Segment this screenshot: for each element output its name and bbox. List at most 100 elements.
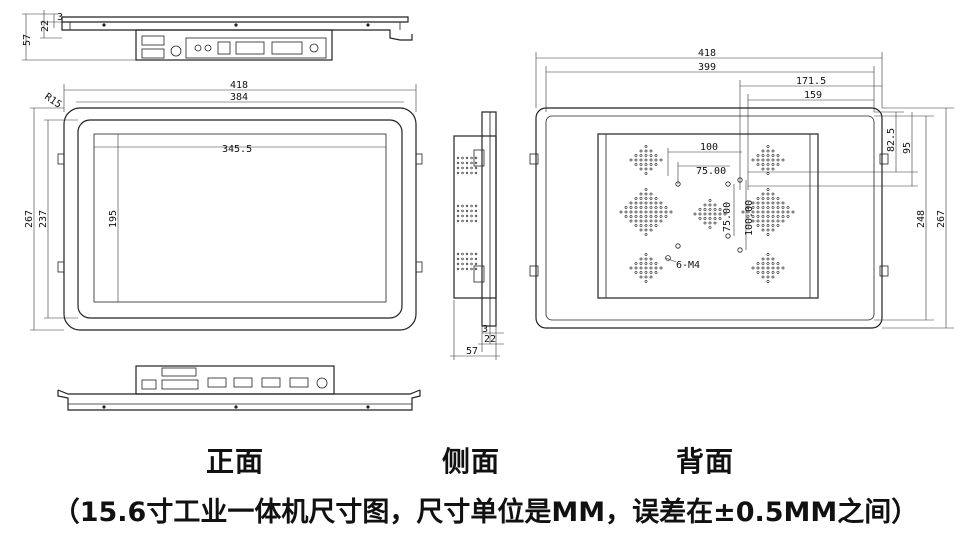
vent-hole	[474, 214, 478, 218]
vent-hole	[465, 214, 469, 218]
vent-hole	[781, 266, 785, 270]
vent-hole	[634, 224, 638, 227]
vent-hole	[786, 215, 790, 218]
vent-hole	[751, 201, 755, 205]
vent-hole	[781, 219, 785, 223]
vent-hole	[756, 215, 760, 218]
vent-hole	[761, 257, 765, 261]
vent-hole	[465, 262, 469, 266]
vent-hole	[649, 154, 653, 157]
vent-hole	[761, 271, 765, 274]
vent-hole	[664, 206, 668, 209]
vent-hole	[746, 210, 750, 214]
vent-hole	[766, 188, 770, 191]
front-dim-418: 418	[230, 80, 248, 91]
vent-hole	[771, 158, 775, 162]
vent-hole	[751, 266, 755, 270]
vent-hole	[644, 253, 648, 256]
vent-hole	[718, 208, 722, 211]
back-dim-75: 75.00	[696, 166, 726, 177]
front-dim-384: 384	[230, 92, 248, 103]
vent-hole	[644, 275, 648, 279]
vent-hole	[461, 214, 464, 218]
vent-hole	[766, 262, 770, 265]
vent-hole	[639, 154, 643, 157]
vent-hole	[639, 210, 643, 214]
vent-hole	[771, 206, 775, 209]
vent-hole	[703, 212, 707, 216]
top-dim-3: 3	[57, 12, 63, 23]
vent-hole	[629, 266, 633, 270]
vent-hole	[461, 262, 464, 266]
vent-hole	[766, 228, 770, 232]
vent-hole	[713, 212, 717, 216]
vent-hole	[756, 271, 760, 274]
vent-hole	[766, 257, 770, 261]
vent-hole	[771, 163, 775, 166]
back-dim-95: 95	[902, 142, 913, 154]
vent-hole	[639, 266, 643, 270]
vent-hole	[771, 201, 775, 205]
vent-hole	[465, 204, 469, 208]
vent-hole	[629, 206, 633, 209]
vent-hole	[639, 271, 643, 274]
vent-hole	[639, 158, 643, 162]
vent-hole	[624, 206, 628, 209]
vent-hole	[470, 252, 473, 256]
vent-hole	[771, 167, 775, 171]
vent-hole	[474, 267, 478, 271]
vent-hole	[776, 215, 780, 218]
vent-hole	[761, 149, 765, 153]
vent-hole	[474, 171, 478, 175]
vent-hole	[713, 217, 717, 220]
vent-hole	[659, 206, 663, 209]
vent-hole	[659, 158, 663, 162]
vent-hole	[465, 171, 469, 175]
back-dim-v75: 75.00	[722, 202, 733, 232]
vent-hole	[624, 210, 628, 214]
back-dim-100: 100	[700, 142, 718, 153]
vent-hole	[644, 197, 648, 200]
vent-hole	[639, 224, 643, 227]
vent-hole	[746, 215, 750, 218]
vent-hole	[649, 201, 653, 205]
vent-hole	[629, 158, 633, 162]
vent-hole	[474, 252, 478, 256]
vent-hole	[474, 219, 478, 223]
vent-hole	[634, 215, 638, 218]
vent-hole	[461, 204, 464, 208]
vent-hole	[461, 209, 464, 213]
vent-hole	[465, 166, 469, 170]
vent-hole	[639, 163, 643, 166]
vent-hole	[470, 166, 473, 170]
vent-hole	[761, 192, 765, 196]
vent-hole	[461, 257, 464, 261]
vent-hole	[771, 215, 775, 218]
vent-hole	[644, 266, 648, 270]
vent-hole	[649, 257, 653, 261]
vent-hole	[644, 154, 648, 157]
vent-hole	[718, 212, 722, 216]
vent-hole	[644, 271, 648, 274]
dimension-drawing: 22 57 3 418 384 R15	[22, 10, 954, 411]
vent-hole	[708, 208, 712, 211]
vent-hole	[644, 219, 648, 223]
vent-hole	[470, 219, 473, 223]
vent-hole	[649, 197, 653, 200]
vent-hole	[693, 212, 697, 216]
vent-hole	[649, 266, 653, 270]
vent-hole	[474, 209, 478, 213]
vent-hole	[713, 203, 717, 207]
vent-hole	[634, 201, 638, 205]
vent-hole	[461, 166, 464, 170]
vent-hole	[654, 271, 658, 274]
vent-hole	[461, 252, 464, 256]
vent-hole	[639, 275, 643, 279]
vent-hole	[470, 161, 473, 165]
vent-hole	[756, 154, 760, 157]
vent-hole	[644, 233, 648, 236]
vent-hole	[766, 158, 770, 162]
vent-hole	[644, 206, 648, 209]
vent-hole	[619, 210, 623, 214]
vent-hole	[470, 267, 473, 271]
